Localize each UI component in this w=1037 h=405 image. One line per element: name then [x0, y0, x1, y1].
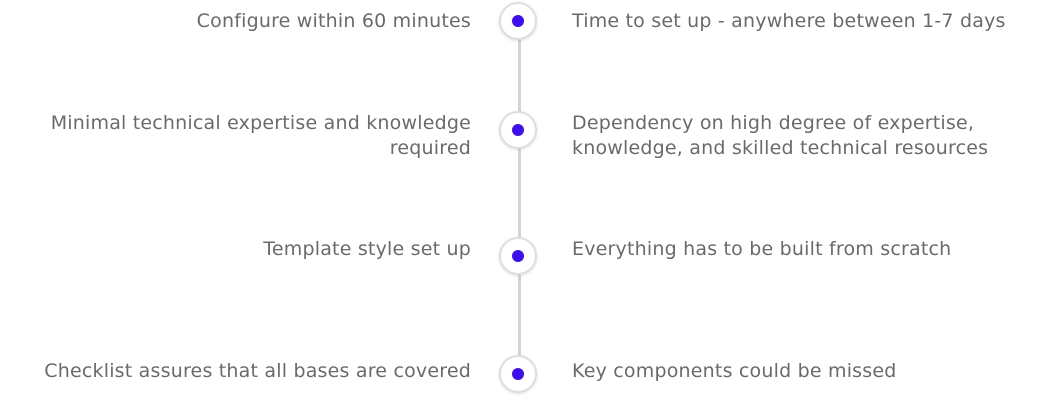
drawback-text: Time to set up - anywhere between 1-7 da… — [572, 10, 1006, 32]
benefit-text: Configure within 60 minutes — [196, 10, 471, 32]
timeline-line — [518, 20, 521, 376]
drawback-text: Everything has to be built from scratch — [572, 238, 952, 260]
benefit-text: Template style set up — [263, 238, 471, 260]
timeline-node — [499, 355, 537, 393]
timeline-dot-icon — [512, 124, 524, 136]
timeline-dot-icon — [512, 368, 524, 380]
benefit-text: Minimal technical expertise and knowledg… — [50, 112, 471, 159]
timeline-dot-icon — [512, 15, 524, 27]
benefit-text: Checklist assures that all bases are cov… — [44, 360, 471, 382]
timeline-node — [499, 237, 537, 275]
timeline-dot-icon — [512, 250, 524, 262]
timeline-node — [499, 2, 537, 40]
drawback-text: Dependency on high degree of expertise, … — [572, 112, 989, 159]
drawback-text: Key components could be missed — [572, 360, 897, 382]
timeline-node — [499, 111, 537, 149]
